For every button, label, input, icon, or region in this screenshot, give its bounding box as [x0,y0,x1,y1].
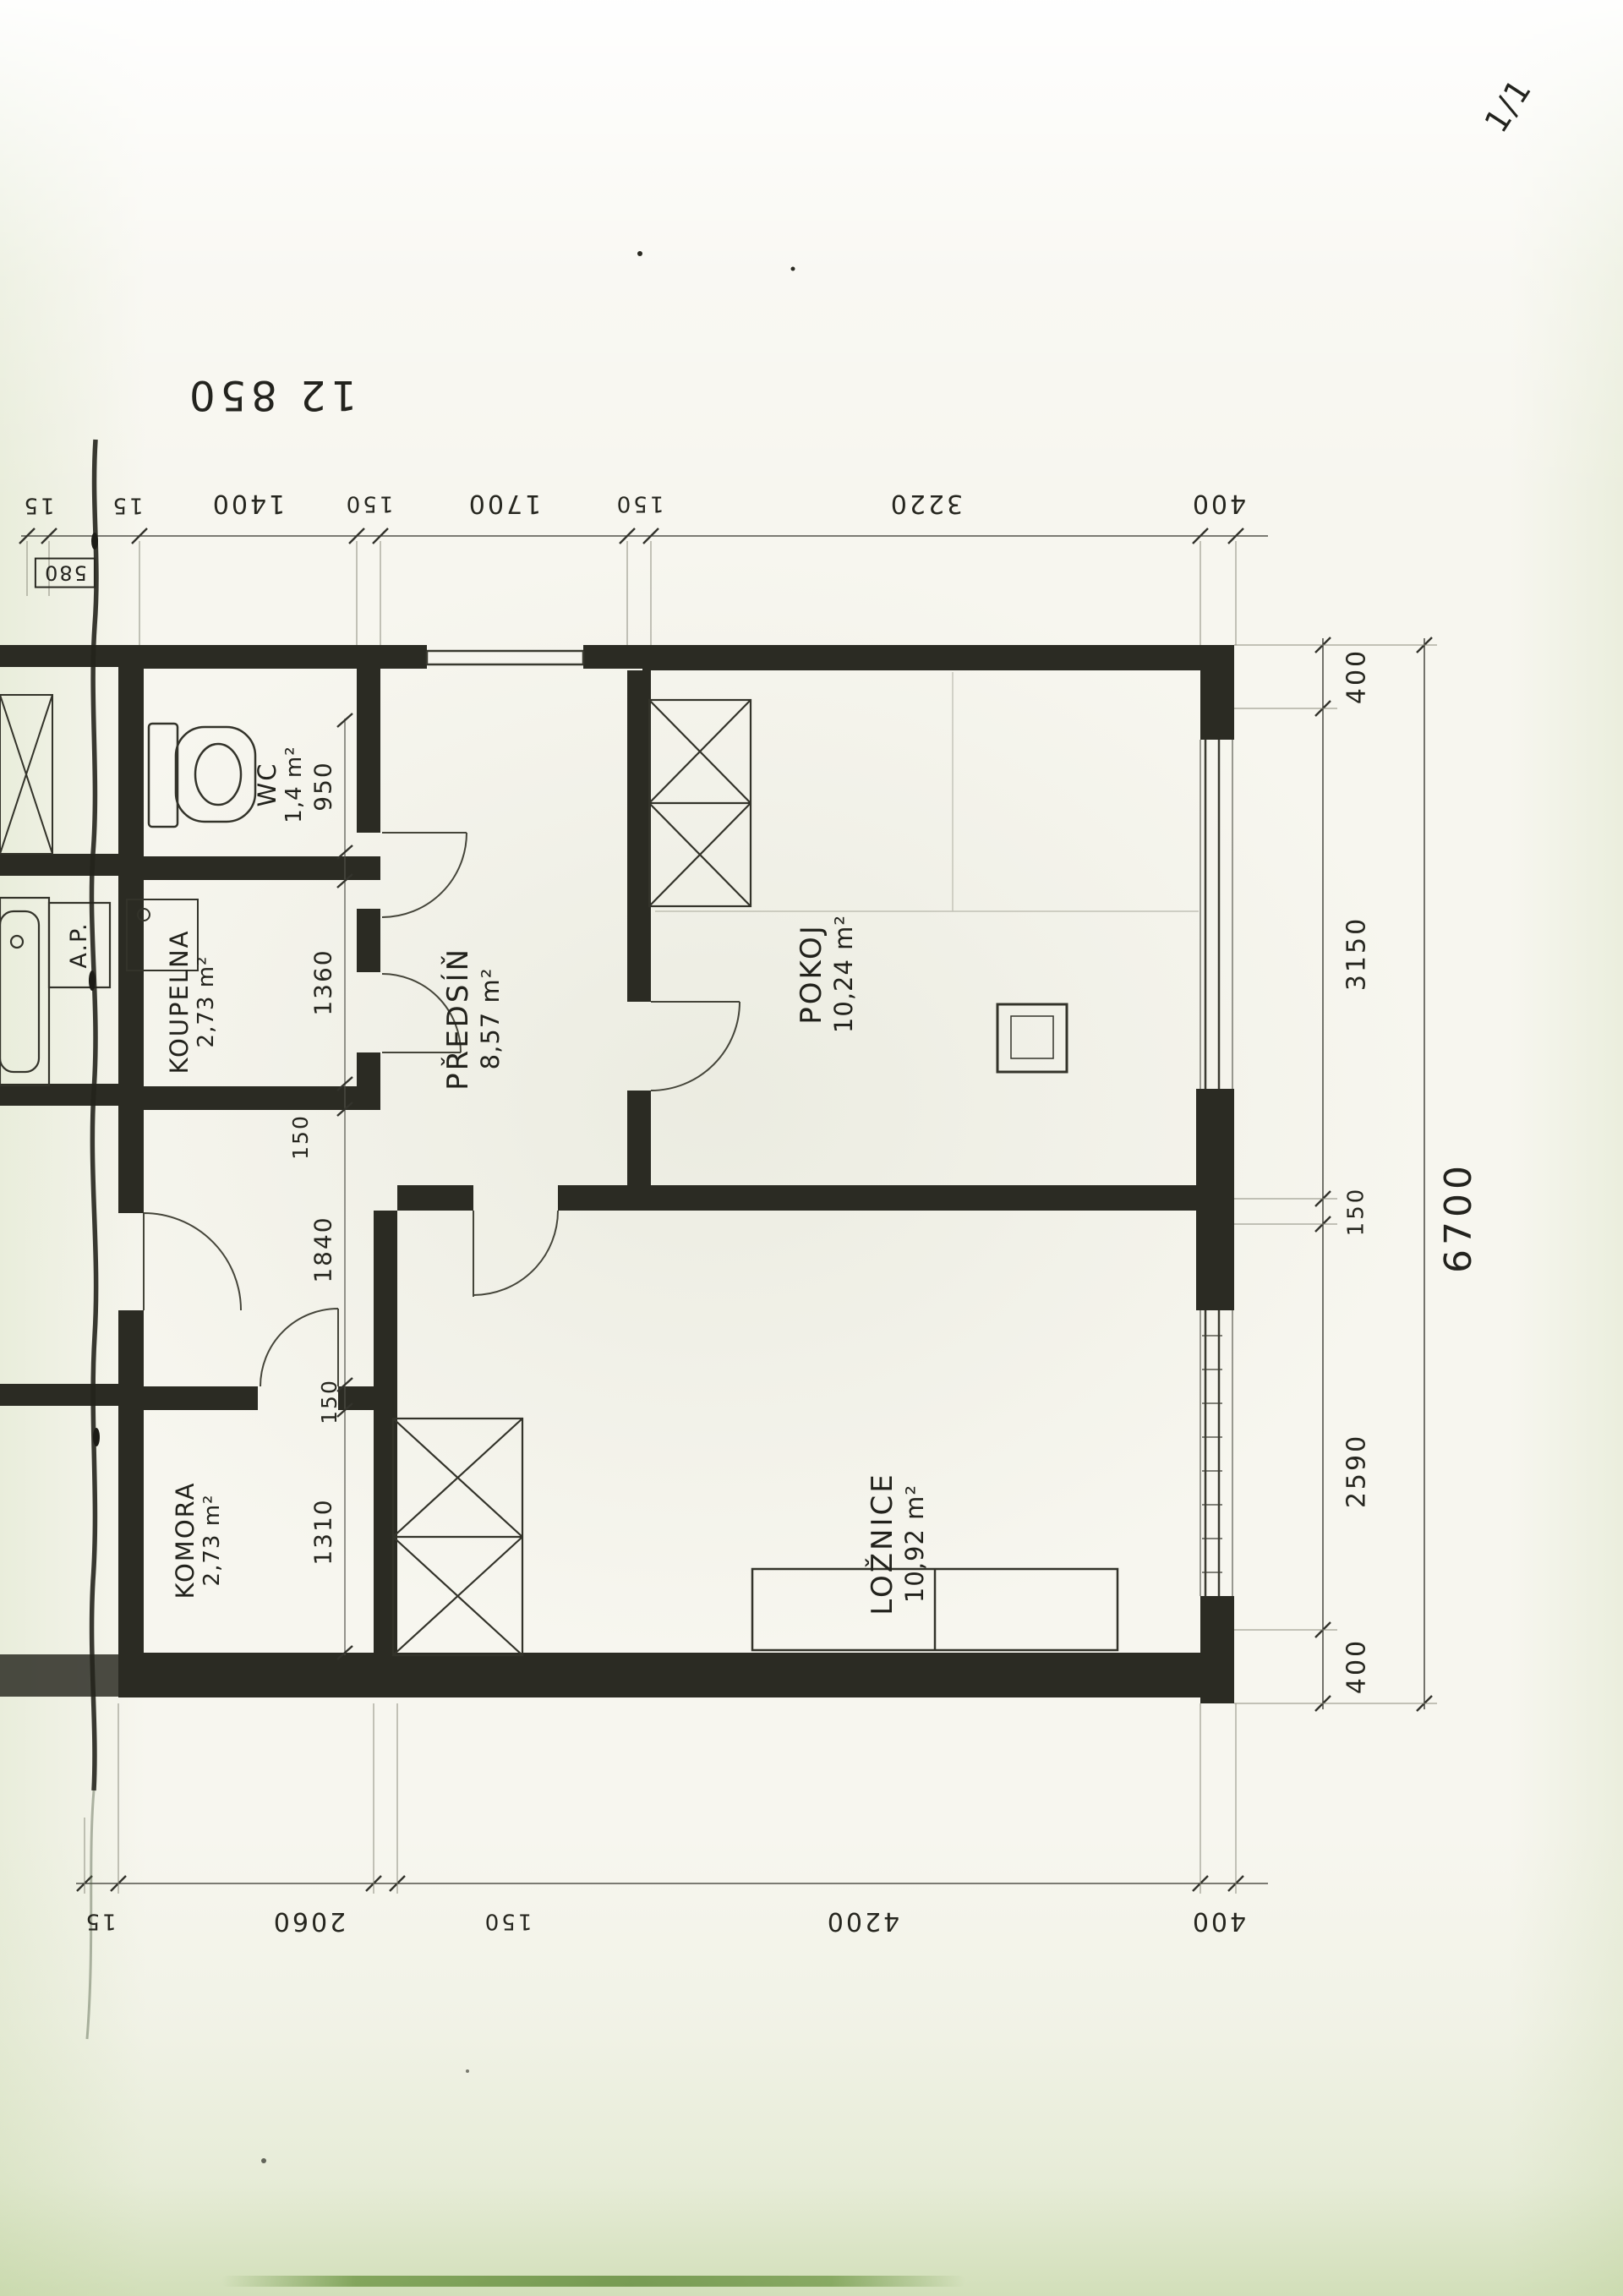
top-dimension: 15 [21,492,55,518]
room-label-koupelna: KOUPELNA 2,73 m² [165,929,220,1074]
wardrobe-icon [391,1417,524,1657]
room-label-loznice: LOŽNICE 10,92 m² [865,1472,929,1615]
right-dimension: 3150 [1342,916,1372,992]
top-dimension: 400 [1189,488,1247,518]
crease-artifact [85,439,100,2040]
interior-dimension: 1310 [309,1498,337,1566]
ink-dots [261,251,795,2163]
neighbor-wardrobe-icon [0,694,53,855]
table-icon [996,1003,1068,1074]
toilet-icon [147,722,257,828]
boxed-dimension-value: 580 [35,557,96,588]
top-dimension: 3220 [888,488,964,518]
room-name: WC [253,762,282,807]
extension-lines [26,541,1437,1894]
room-area: 10,24 m² [828,914,858,1034]
door-arcs [143,832,740,1387]
dimension-lines [19,528,1437,1894]
room-name: KOUPELNA [165,929,194,1074]
pencil-guides [655,672,1199,912]
total-height-dimension: 6700 [1436,1162,1480,1273]
interior-dimension: 150 [316,1379,342,1424]
bottom-dimension: 15 [83,1908,117,1934]
room-area: 2,73 m² [194,955,220,1048]
bed-icon [751,1567,1119,1652]
room-name: POKOJ [794,923,828,1025]
top-dimension: 15 [110,492,144,518]
room-name: KOMORA [171,1481,200,1599]
room-name: PŘEDSÍŇ [440,947,475,1091]
washing-machine-icon [126,899,199,971]
bottom-dimension: 2060 [270,1905,347,1936]
room-label-pokoj: POKOJ 10,24 m² [794,914,858,1034]
window-lines [425,649,1233,1596]
interior-dimension: 950 [309,761,337,812]
top-dimension: 150 [343,490,394,517]
interior-dimension: 150 [287,1114,313,1160]
bottom-dimension: 4200 [824,1905,900,1936]
room-label-predsin: PŘEDSÍŇ 8,57 m² [440,947,505,1091]
room-area: 8,57 m² [475,967,505,1070]
bottom-dimension: 150 [482,1908,533,1934]
interior-dimension: 1840 [309,1216,337,1283]
room-area: 2,73 m² [199,1494,226,1587]
wardrobe-icon [648,698,752,908]
washer-label: A.P. [65,921,92,969]
right-dimension: 150 [1343,1186,1369,1237]
fixtures [0,694,1119,1657]
interior-dimension: 1360 [309,948,337,1016]
boxed-dimension: 580 [35,557,96,588]
radiator-hatch [1202,1335,1222,1573]
room-label-komora: KOMORA 2,73 m² [171,1481,226,1599]
bottom-dimension: 400 [1189,1905,1247,1936]
right-dimension: 400 [1342,648,1372,705]
right-dimension: 2590 [1342,1433,1372,1509]
top-dimension: 1700 [466,488,542,518]
room-name: LOŽNICE [865,1472,899,1615]
room-area: 1,4 m² [281,746,308,823]
room-area: 10,92 m² [899,1484,929,1604]
scan-edge-artifact [221,2276,965,2287]
room-label-wc: WC 1,4 m² [253,746,308,823]
top-dimension: 1400 [210,488,286,518]
right-dimension: 400 [1342,1637,1372,1695]
bathtub-icon [0,896,51,1087]
total-width-dimension: 12 850 [184,371,357,419]
top-dimension: 150 [614,490,664,517]
